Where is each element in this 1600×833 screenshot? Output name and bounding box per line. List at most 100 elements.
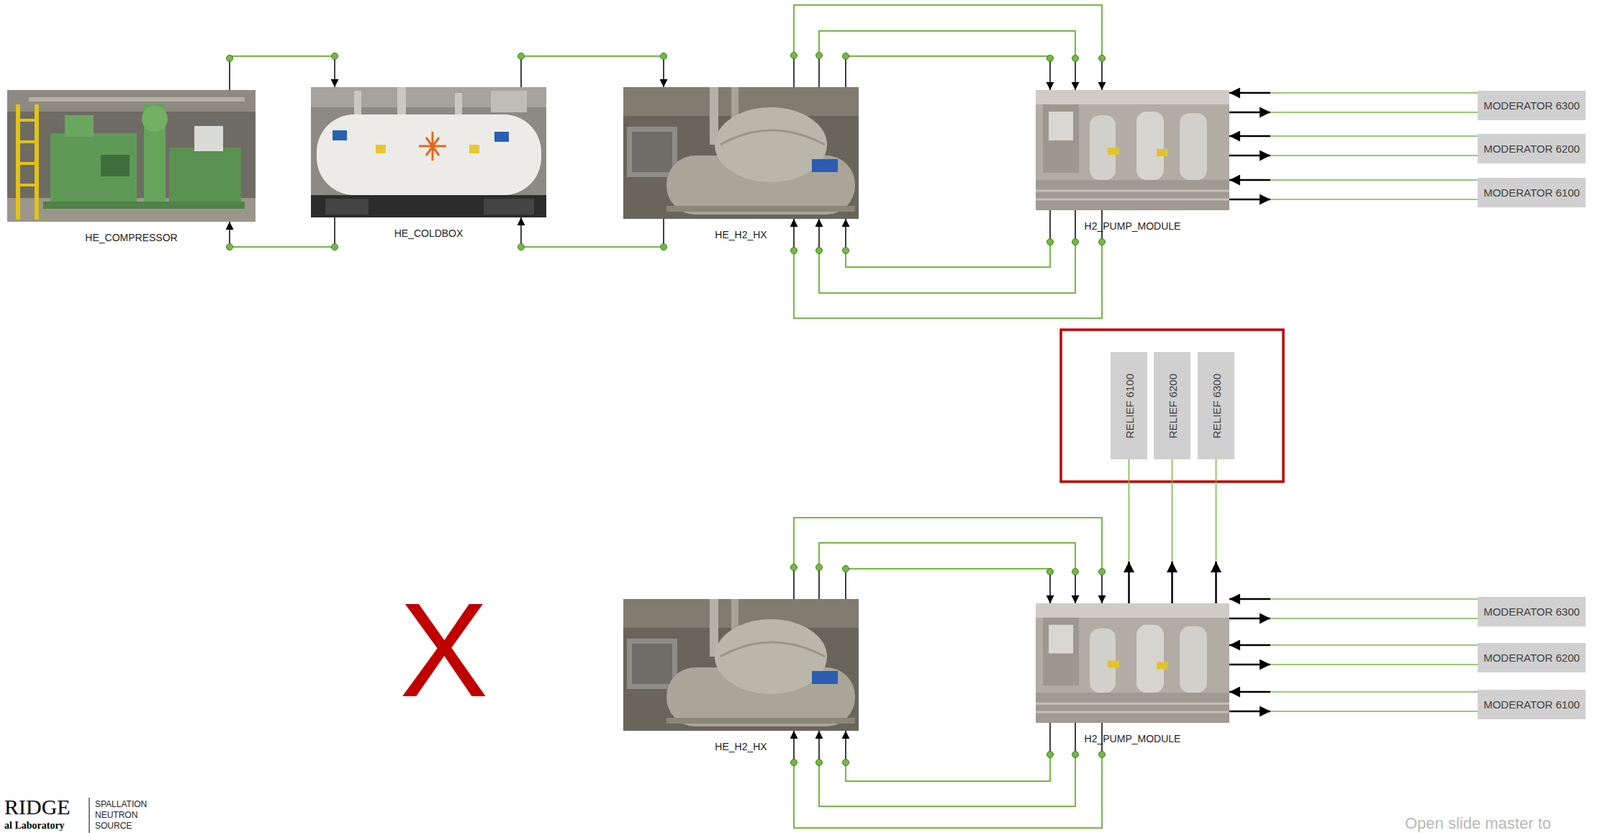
flow-connector [816,722,1079,807]
compressor-unit: HE_COMPRESSOR [7,89,256,222]
connector-line [1074,722,1077,755]
flow-connector [1229,112,1478,114]
connector-line [793,517,1102,572]
connector-line [1270,598,1478,600]
connector-line [845,568,1051,572]
flow-connector [842,210,1054,268]
connector-line [1049,722,1051,755]
junction-dot [1047,568,1054,576]
flow-connector [816,30,1079,90]
flow-connector [842,565,1054,604]
relief-box: RELIEF 6300 [1197,351,1235,460]
flow-connector [1171,459,1173,604]
connector-line [1215,459,1218,562]
footer-note: Open slide master to [1404,814,1552,833]
junction-dot [791,52,798,60]
connector-line [793,754,1102,828]
connector-line [844,730,847,763]
equipment-photo [1035,603,1230,723]
equipment-photo [7,89,256,222]
connector-line [1229,617,1271,620]
heat-exchanger: HE_H2_HX [623,598,859,731]
junction-dot [1047,55,1054,62]
equipment-label: HE_H2_HX [714,740,767,753]
connector-line [1229,198,1271,201]
flow-connector [518,53,668,88]
equipment-photo [623,598,859,731]
flow-connector [791,517,1106,604]
connector-line [229,56,335,59]
connector-line [819,754,1076,807]
connector-line [1229,135,1271,138]
junction-dot [816,564,823,571]
junction-dot [816,247,823,255]
node-label: RELIEF 6100 [1122,372,1136,438]
pump-module: H2_PUMP_MODULE [1035,89,1230,211]
connector-line [520,56,522,88]
flow-connector [1229,691,1478,693]
connector-line [1229,598,1271,601]
junction-dot [791,564,798,571]
flow-connector [1229,92,1478,94]
flow-connector [791,5,1106,90]
logo-text: NEUTRON [95,809,138,820]
connector-line [1229,154,1271,157]
junction-dot [791,759,798,766]
junction-dot [226,243,234,251]
moderator-box: MODERATOR 6100 [1477,689,1586,720]
junction-dot [1072,568,1079,576]
connector-line [333,217,336,247]
moderator-box: MODERATOR 6200 [1477,642,1586,673]
connector-line [819,542,1076,572]
junction-dot [660,53,668,60]
connector-line [520,217,522,247]
flow-connector [1128,459,1130,604]
node-label: MODERATOR 6300 [1483,99,1580,112]
equipment-label: H2_PUMP_MODULE [1084,732,1182,745]
equipment-label: HE_COLDBOX [394,227,464,239]
coldbox-unit: HE_COLDBOX [310,87,547,218]
connector-line [1229,644,1271,647]
flow-connector [1229,598,1478,600]
connector-line [819,30,1076,59]
junction-dot [1099,55,1106,62]
connector-line [1270,135,1478,137]
junction-dot [518,53,525,60]
connector-line [844,218,847,251]
flow-connector [816,210,1079,293]
connector-line [844,568,847,599]
connector-line [229,246,335,248]
junction-dot [842,53,850,60]
heat-exchanger: HE_H2_HX [623,87,859,219]
logo-text: SPALLATION [95,798,147,809]
connector-line [1229,710,1271,713]
flow-connector [1229,711,1478,712]
connector-line [818,218,820,251]
connector-line [845,754,1051,781]
flow-connector [791,722,1106,828]
junction-dot [1099,751,1106,758]
relief-box: RELIEF 6100 [1110,351,1148,460]
node-label: MODERATOR 6300 [1483,605,1580,618]
connector-line [1270,111,1478,114]
connector-line [1270,617,1478,619]
connector-line [1270,92,1478,94]
connector-line [1270,690,1478,693]
connector-line [1128,459,1131,562]
junction-dot [1099,568,1106,576]
connector-line [1101,571,1103,604]
junction-dot [1072,55,1079,62]
connector-line [1049,571,1051,604]
equipment-label: H2_PUMP_MODULE [1084,220,1182,232]
moderator-box: MODERATOR 6100 [1477,177,1586,208]
junction-dot [660,243,668,251]
connector-line [662,56,665,88]
flow-connector [791,210,1106,319]
junction-dot [842,759,850,766]
node-label: MODERATOR 6100 [1483,698,1580,711]
pump-module: H2_PUMP_MODULE [1035,603,1230,723]
moderator-box: MODERATOR 6300 [1477,90,1586,121]
connector-line [1270,179,1478,181]
connector-line [1270,710,1478,712]
connector-line [1127,561,1131,604]
